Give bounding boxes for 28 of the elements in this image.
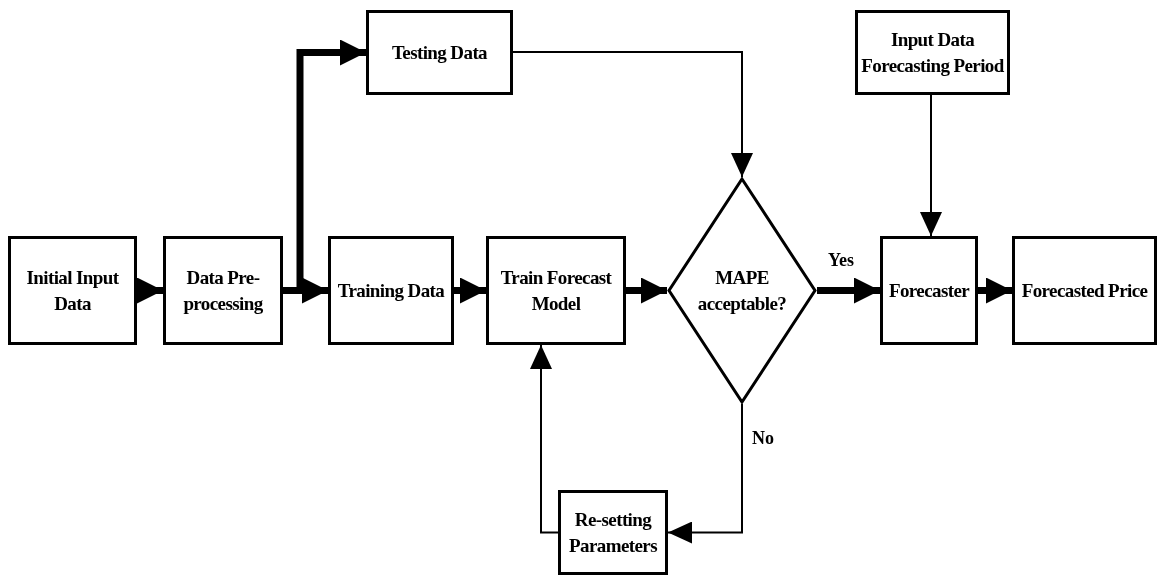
node-label: Forecaster (888, 278, 970, 303)
arrow (530, 344, 559, 534)
arrow (626, 277, 667, 304)
process-box (880, 236, 978, 345)
node-label: MAPE acceptable? (696, 265, 788, 316)
process-box (1012, 236, 1157, 345)
process-box (486, 236, 626, 345)
arrow (454, 277, 486, 304)
process-box (163, 236, 283, 345)
node-label: Training Data (337, 278, 445, 303)
node-label: Train Forecast Model (499, 265, 613, 316)
node-label: Data Pre-processing (182, 265, 264, 316)
node-label: Initial Input Data (25, 265, 120, 316)
arrow (978, 277, 1012, 304)
arrow (920, 94, 942, 237)
arrow (817, 277, 880, 304)
process-box (558, 490, 668, 575)
node-label: Re-setting Parameters (568, 507, 658, 558)
node-label: Forecasted Price (1021, 278, 1148, 303)
process-box (855, 10, 1010, 95)
node-label: Testing Data (392, 40, 487, 65)
arrow (512, 51, 753, 178)
process-box (366, 10, 513, 95)
node-label: Input Data Forecasting Period (860, 27, 1005, 78)
process-box (328, 236, 454, 345)
process-box (8, 236, 137, 345)
arrow (667, 403, 743, 544)
arrow (137, 277, 163, 304)
